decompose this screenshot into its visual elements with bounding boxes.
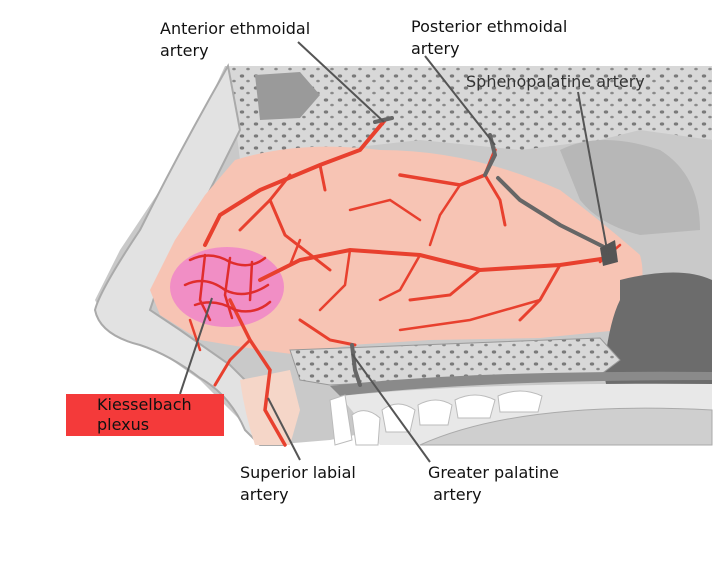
grey-vessels xyxy=(350,116,612,387)
leader-lines xyxy=(179,41,609,463)
label-superior-labial-artery: Superior labial artery xyxy=(240,463,356,504)
label-greater-palatine-artery: Greater palatine artery xyxy=(428,463,559,504)
sphenoid-sinus xyxy=(560,140,700,235)
upper-lip xyxy=(240,370,300,445)
sphenopalatine-foramen xyxy=(600,240,618,266)
plexus-network xyxy=(183,253,272,322)
tongue xyxy=(419,407,713,446)
label-sphenopalatine-artery: Sphenopalatine artery xyxy=(466,72,645,91)
palate-line xyxy=(330,371,712,396)
frontal-sinus xyxy=(255,72,320,120)
kiesselbach-label-box: Kiesselbach plexus xyxy=(66,394,224,436)
label-posterior-ethmoidal-artery: Posterior ethmoidal artery xyxy=(411,17,568,58)
teeth xyxy=(329,390,543,446)
label-kiesselbach-plexus: Kiesselbach plexus xyxy=(97,395,192,434)
label-anterior-ethmoidal-artery: Anterior ethmoidal artery xyxy=(160,19,311,60)
